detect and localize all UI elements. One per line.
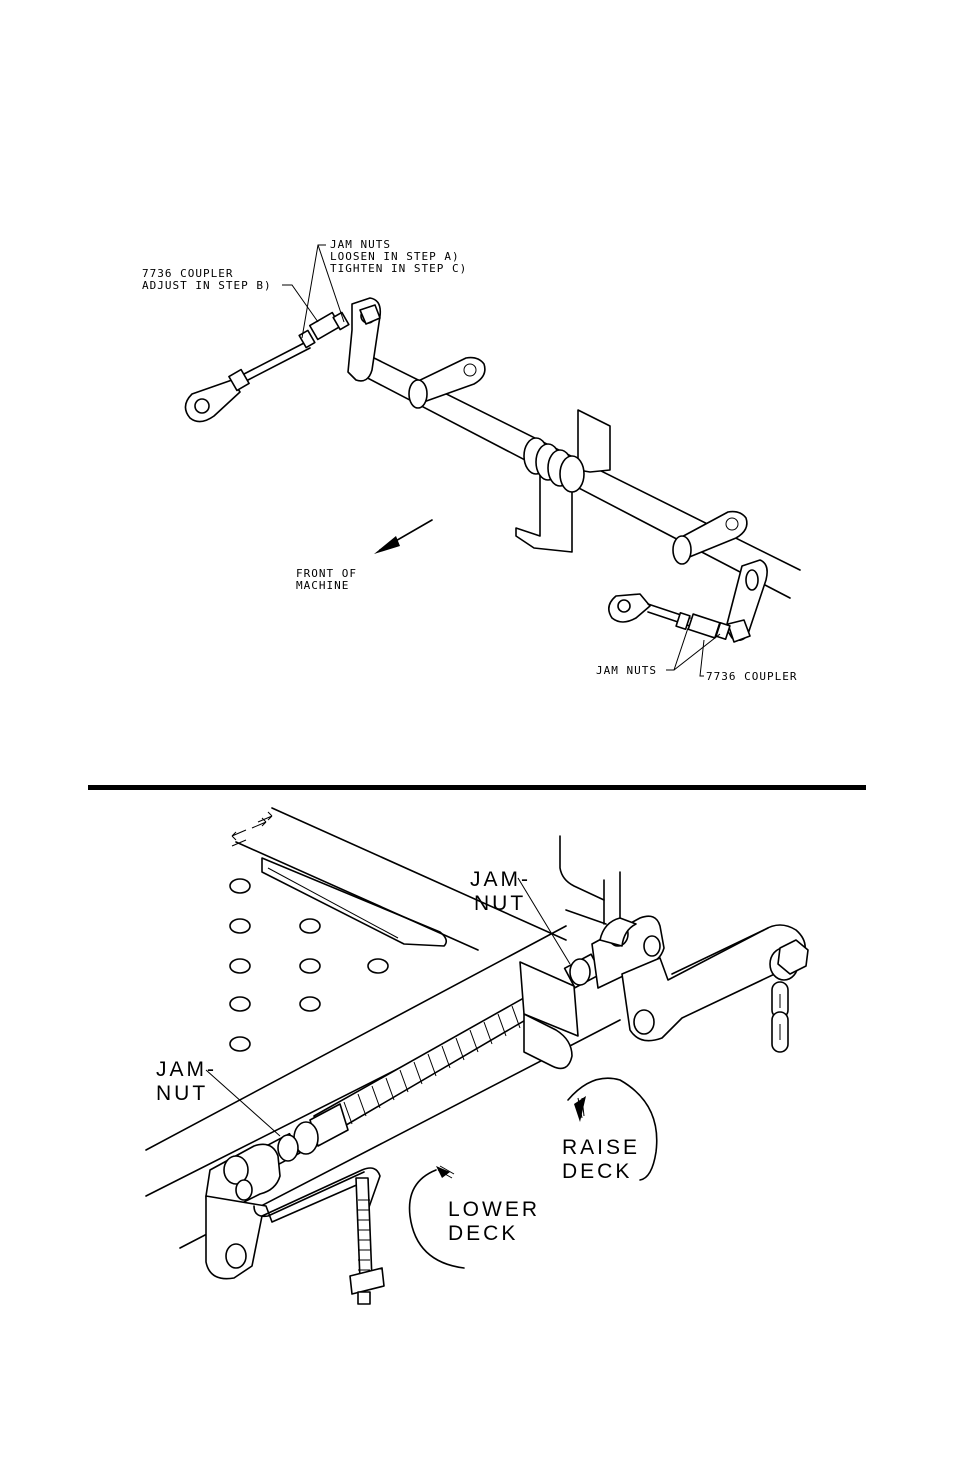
chain-assembly	[770, 940, 808, 1052]
top-figure: JAM NUTS LOOSEN IN STEP A) TIGHTEN IN ST…	[142, 238, 800, 683]
jam-nut-lower-line2: NUT	[156, 1082, 208, 1105]
coupler-callout-line2: ADJUST IN STEP B)	[142, 279, 272, 292]
deck-holes	[230, 879, 388, 1051]
center-bracket	[516, 410, 610, 552]
front-label-line2: MACHINE	[296, 579, 349, 592]
jam-nut-upper-line2: NUT	[474, 892, 526, 915]
section-divider	[88, 785, 866, 790]
jam-nut-upper-line1: JAM-	[470, 868, 531, 891]
decal-arrows	[232, 812, 272, 846]
lower-jam-nut	[268, 1104, 348, 1164]
jam-nuts-callout-line3: TIGHTEN IN STEP C)	[330, 262, 467, 275]
jam-nuts-lower-label: JAM NUTS	[596, 664, 657, 677]
lower-linkage-rod	[609, 594, 730, 639]
lower-threaded-bolt	[350, 1178, 384, 1304]
coupler-lower-label: 7736 COUPLER	[706, 670, 797, 683]
jam-nut-lower-line1: JAM-	[156, 1058, 217, 1081]
raise-deck-line1: RAISE	[562, 1136, 640, 1159]
right-arm-plate	[726, 560, 767, 642]
lower-deck-line1: LOWER	[448, 1198, 540, 1221]
left-ear-bracket	[409, 358, 485, 408]
left-arm-plate	[348, 298, 380, 381]
callout-leaders	[282, 245, 720, 676]
lower-deck-line2: DECK	[448, 1222, 518, 1245]
bottom-figure: JAM- NUT JAM- NUT RAISE DECK LOWER DECK	[146, 808, 808, 1304]
front-direction-arrow	[374, 520, 432, 554]
upper-jam-nut	[520, 954, 601, 1068]
upper-linkage-rod	[185, 312, 348, 421]
raise-deck-line2: DECK	[562, 1160, 632, 1183]
